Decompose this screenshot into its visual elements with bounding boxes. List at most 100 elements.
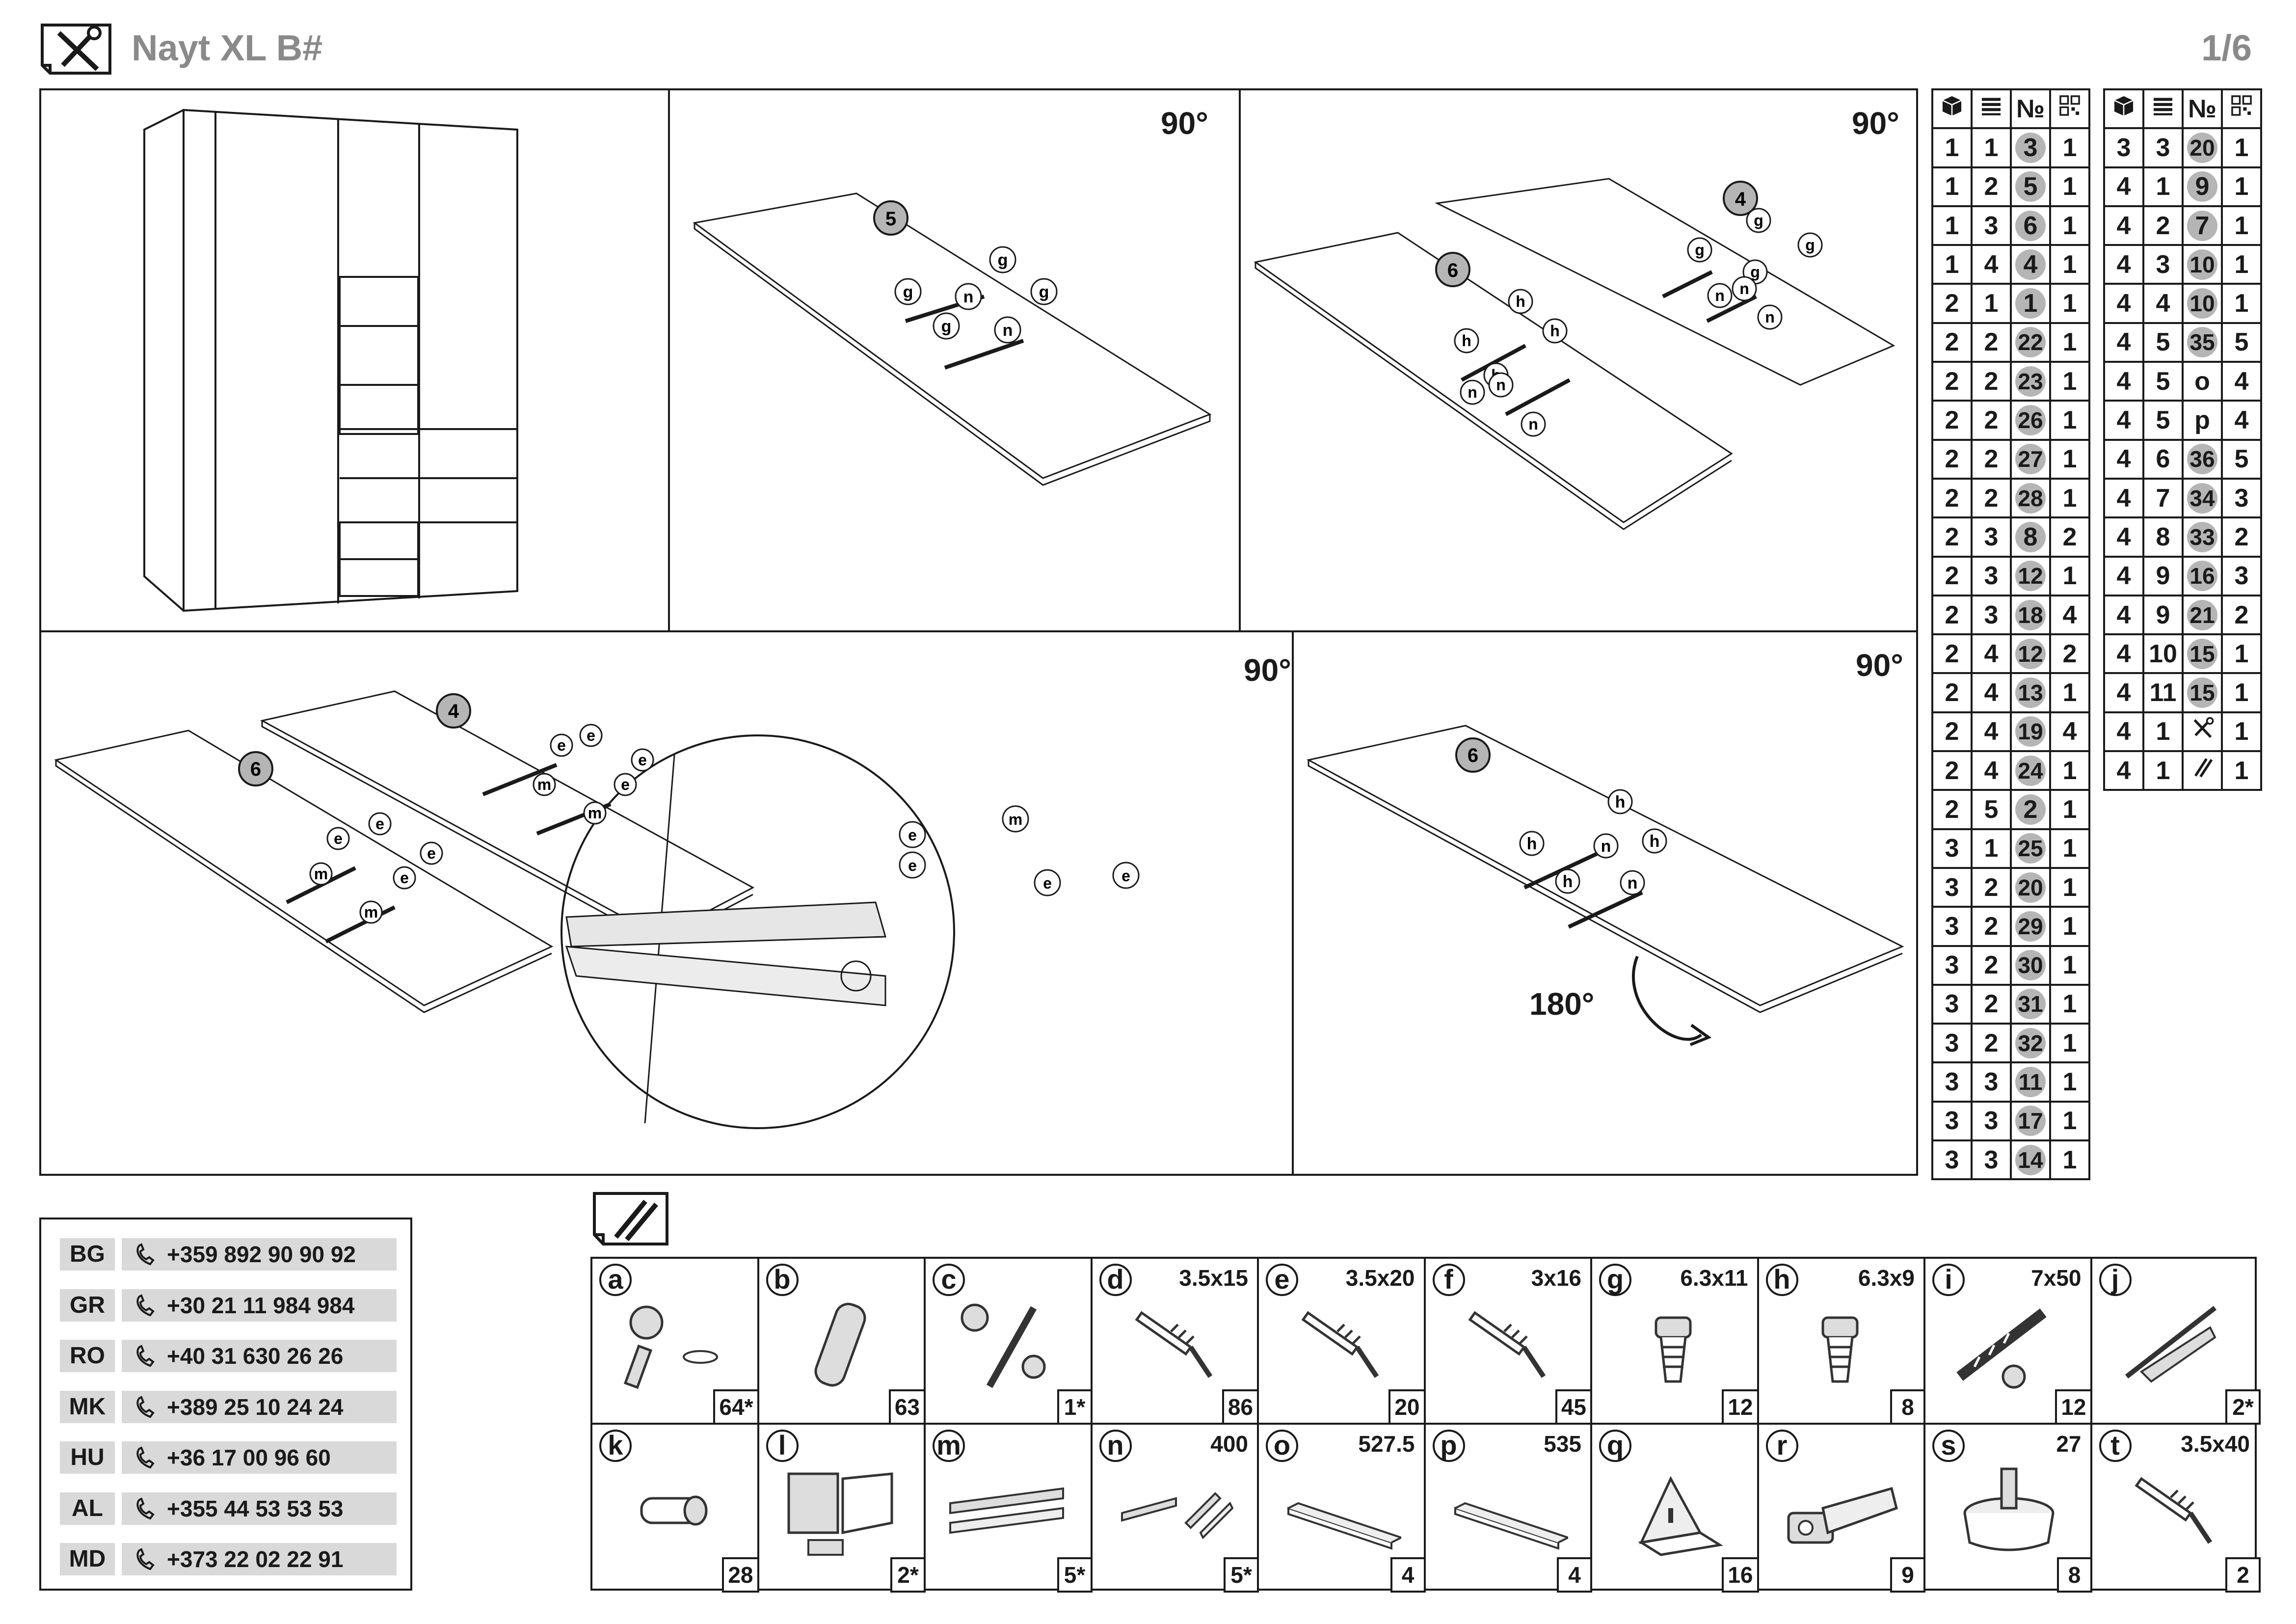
part-quantity: 1 xyxy=(2049,1139,2090,1181)
part-number: 12 xyxy=(2010,633,2051,675)
part-number: 35 xyxy=(2182,322,2223,363)
box-count: 4 xyxy=(2103,477,2144,519)
package-count: 3 xyxy=(1971,1100,2012,1142)
corner-bracket-icon xyxy=(1638,1476,1723,1556)
country-code: BG xyxy=(60,1238,115,1271)
part-number: 15 xyxy=(2182,672,2223,713)
part-number: 18 xyxy=(2010,594,2051,636)
page-number: 1/6 xyxy=(2201,27,2252,68)
package-count: 5 xyxy=(2142,361,2184,402)
package-count: 8 xyxy=(2142,516,2184,558)
phone-icon xyxy=(136,1243,155,1266)
shelf-pin-icon xyxy=(640,1495,708,1526)
rotation-label: 180° xyxy=(1529,986,1595,1022)
box-count: 1 xyxy=(1931,166,1973,207)
country-code: RO xyxy=(60,1340,115,1372)
svg-text:6: 6 xyxy=(250,758,261,780)
part-number: 8 xyxy=(2010,516,2051,558)
part-quantity: 1 xyxy=(2221,205,2262,246)
hardware-letter: d xyxy=(1099,1264,1132,1296)
box-count: 4 xyxy=(2103,672,2144,713)
box-count: 2 xyxy=(1931,750,1973,791)
box-count: 2 xyxy=(1931,283,1973,324)
hardware-letter: q xyxy=(1599,1430,1631,1462)
contact-row: AL+355 44 53 53 53 xyxy=(60,1492,397,1525)
package-count: 4 xyxy=(1971,244,2012,285)
part-number: 30 xyxy=(2010,945,2051,986)
country-code: AL xyxy=(60,1492,115,1525)
hardware-size: 3x16 xyxy=(1531,1265,1581,1291)
hardware-letter: m xyxy=(933,1430,965,1462)
part-number: 31 xyxy=(2010,983,2051,1025)
box-count: 3 xyxy=(1931,945,1973,986)
part-quantity: 1 xyxy=(2049,945,2090,986)
part-number: 11 xyxy=(2010,1061,2051,1103)
fittings-icon xyxy=(2194,758,2213,778)
part-number: 20 xyxy=(2182,127,2223,168)
confirmat-icon xyxy=(1956,1308,2047,1389)
phone-icon xyxy=(136,1345,155,1367)
package-count: 2 xyxy=(2142,205,2184,246)
part-number: 34 xyxy=(2182,477,2223,519)
svg-text:g: g xyxy=(1750,263,1760,281)
hardware-quantity: 20 xyxy=(1388,1389,1426,1425)
svg-text:e: e xyxy=(908,857,917,874)
part-quantity: 1 xyxy=(2049,672,2090,713)
rotation-label: 90° xyxy=(1244,652,1291,688)
package-count: 5 xyxy=(2142,400,2184,441)
part-number: 10 xyxy=(2182,283,2223,324)
drawer-slide-icon xyxy=(1121,1492,1233,1540)
package-count: 3 xyxy=(1971,1061,2012,1103)
part-quantity: 1 xyxy=(2049,906,2090,947)
hardware-letter: j xyxy=(2099,1264,2132,1296)
package-count: 4 xyxy=(1971,633,2012,675)
svg-text:g: g xyxy=(903,283,913,301)
part-number: 2 xyxy=(2010,789,2051,830)
part-number: 12 xyxy=(2010,555,2051,596)
part-number: 26 xyxy=(2010,400,2051,441)
part-quantity: 1 xyxy=(2049,828,2090,869)
phone-number: +36 17 00 96 60 xyxy=(122,1441,397,1474)
hardware-quantity: 64* xyxy=(713,1389,759,1425)
package-count: 2 xyxy=(1971,322,2012,363)
box-count: 4 xyxy=(2103,516,2144,558)
phone-icon xyxy=(136,1446,155,1469)
svg-text:h: h xyxy=(1516,293,1525,310)
part-quantity: 1 xyxy=(2049,166,2090,207)
screw-icon xyxy=(1134,1311,1212,1378)
part-quantity: 1 xyxy=(2049,322,2090,363)
part-number: 32 xyxy=(2010,1023,2051,1064)
package-count: 2 xyxy=(1971,361,2012,402)
box-icon xyxy=(1942,96,1962,116)
phone-number: +355 44 53 53 53 xyxy=(122,1492,397,1525)
step-panel-flip: 6 h h h h n n 90° 180° xyxy=(1294,632,1916,1174)
part-number: 22 xyxy=(2010,322,2051,363)
part-quantity: 1 xyxy=(2221,750,2262,791)
box-count: 4 xyxy=(2103,633,2144,675)
svg-text:h: h xyxy=(1615,793,1626,812)
phone-number: +373 22 02 22 91 xyxy=(122,1543,397,1575)
screw-icon xyxy=(1301,1311,1379,1378)
hardware-quantity: 12 xyxy=(2055,1389,2092,1425)
part-quantity: 1 xyxy=(2221,711,2262,753)
svg-text:n: n xyxy=(1496,376,1506,394)
rotation-label: 90° xyxy=(1161,106,1208,141)
